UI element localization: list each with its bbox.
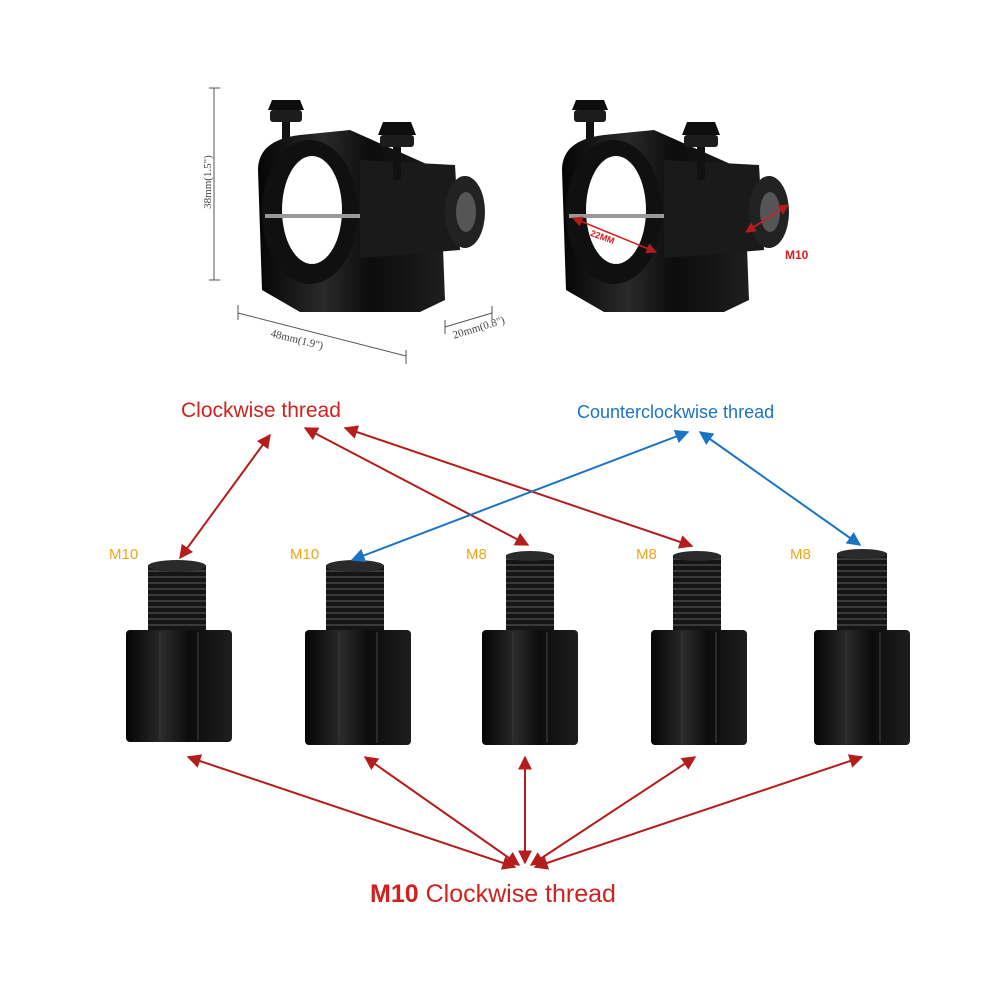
adapter-size-label-3: M8	[466, 546, 487, 563]
clockwise-arrows	[179, 425, 694, 560]
adapter-m10-1	[126, 560, 232, 742]
mirror-clamp-left	[258, 100, 485, 312]
mirror-clamp-right	[562, 100, 789, 312]
height-dimension: 38mm(1.5")	[202, 155, 214, 209]
thread-hole-label: M10	[785, 248, 809, 262]
diameter-measure-line	[572, 216, 657, 254]
adapter-m8-1	[482, 551, 578, 745]
adapter-size-label-5: M8	[790, 546, 811, 563]
dimension-lines	[209, 87, 493, 364]
bottom-arrows	[186, 754, 864, 870]
adapter-size-label-1: M10	[109, 546, 139, 563]
hole-measure-line	[745, 204, 789, 233]
counterclockwise-arrows	[350, 429, 862, 563]
clockwise-thread-label: Clockwise thread	[181, 399, 341, 422]
counterclockwise-thread-label: Counterclockwise thread	[577, 402, 775, 422]
adapter-size-label-4: M8	[636, 546, 657, 563]
bottom-thread-label: M10 Clockwise thread	[370, 880, 616, 909]
adapter-m8-2	[651, 551, 747, 745]
bottom-thread-size: M10	[370, 880, 419, 908]
adapter-size-label-2: M10	[290, 546, 320, 563]
adapter-m10-2	[305, 560, 411, 745]
bottom-thread-text: Clockwise thread	[418, 880, 616, 908]
adapter-m8-3	[814, 549, 910, 745]
